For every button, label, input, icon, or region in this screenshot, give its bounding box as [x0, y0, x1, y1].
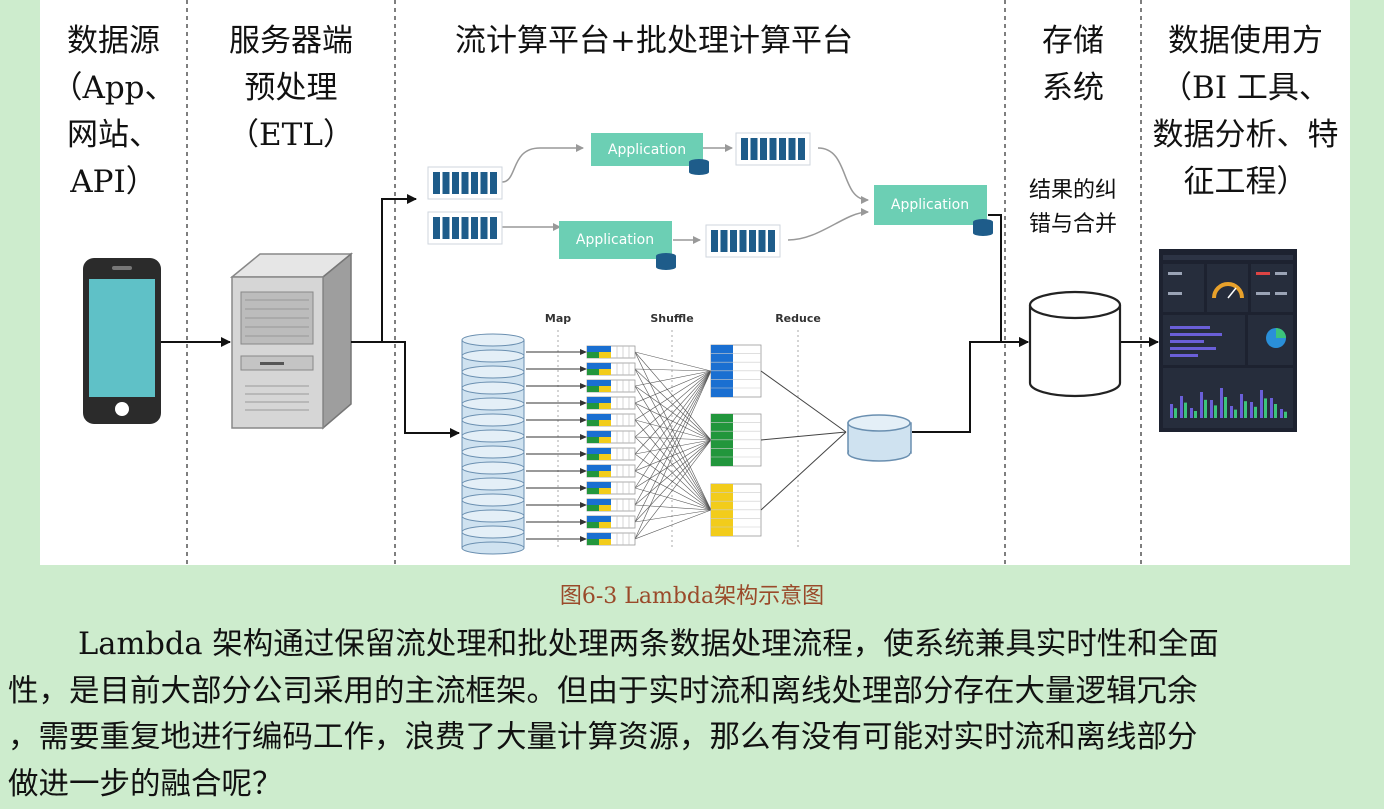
- header-line: 预处理: [244, 70, 338, 106]
- column-header-consumer: 数据使用方 （BI 工具、 数据分析、特 征工程）: [1141, 18, 1350, 206]
- stage-label-reduce: Reduce: [775, 312, 821, 325]
- header-line: 网站、: [67, 117, 160, 153]
- storage-note-line: 错与合并: [1028, 212, 1117, 237]
- header-line: 数据分析、特: [1152, 117, 1339, 153]
- main-flow-arrows: [161, 194, 1159, 438]
- app-box-bottom: Application: [559, 221, 676, 270]
- server-icon: [229, 252, 354, 430]
- app-box-top: Application: [591, 133, 709, 175]
- column-header-source: 数据源 （App、 网站、 API）: [40, 18, 187, 206]
- queue-icon: [705, 224, 781, 258]
- header-line: API）: [70, 164, 157, 200]
- app-box-merge-label: Application: [891, 197, 969, 213]
- stream-queues: [427, 132, 811, 258]
- header-line: 征工程）: [1183, 164, 1308, 200]
- header-line: 存储: [1042, 23, 1104, 59]
- header-line: （App、: [51, 70, 176, 106]
- dashboard-icon: [1159, 249, 1297, 432]
- input-data-stack: [461, 333, 525, 555]
- header-line: 系统: [1042, 70, 1104, 106]
- app-box-bottom-label: Application: [576, 232, 654, 248]
- header-line: 数据源: [67, 23, 160, 59]
- header-line: 服务器端: [229, 23, 353, 59]
- header-line: 流计算平台+批处理计算平台: [455, 23, 853, 59]
- database-cylinder-icon: [1028, 290, 1122, 398]
- storage-note-line: 结果的纠: [1028, 178, 1117, 203]
- stage-label-shuffle: Shuffle: [650, 312, 693, 325]
- arrow-batch-to-storage: [912, 337, 1029, 433]
- shuffle-lines: [634, 351, 712, 540]
- header-line: 数据使用方: [1168, 23, 1323, 59]
- batch-stage-labels: Map Shuffle Reduce: [545, 312, 821, 325]
- stream-apps: Application Application Application: [559, 133, 993, 270]
- header-line: （ETL）: [228, 117, 354, 153]
- column-header-server: 服务器端 预处理 （ETL）: [187, 18, 395, 159]
- column-header-storage: 存储 系统: [1005, 18, 1141, 112]
- arrow-server-branch: [351, 194, 417, 343]
- paragraph-line: 性，是目前大部分公司采用的主流框架。但由于实时流和离线处理部分存在大量逻辑冗余: [8, 673, 1198, 709]
- column-separators: [186, 0, 1142, 565]
- storage-note: 结果的纠 错与合并: [1005, 174, 1141, 242]
- reduce-outputs: [710, 344, 847, 537]
- app-box-top-label: Application: [608, 142, 686, 158]
- figure-caption: 图6-3 Lambda架构示意图: [559, 584, 825, 609]
- paragraph-line: ，需要重复地进行编码工作，浪费了大量计算资源，那么有没有可能对实时流和离线部分: [8, 720, 1198, 755]
- column-header-platform: 流计算平台+批处理计算平台: [395, 18, 1005, 65]
- lambda-architecture-figure: Application Application Application: [40, 0, 1350, 565]
- arrow-to-batch: [382, 341, 460, 438]
- queue-icon: [427, 211, 503, 245]
- paragraph-line: 做进一步的融合呢？: [8, 766, 283, 802]
- body-paragraph: Lambda 架构通过保留流处理和批处理两条数据处理流程，使系统兼具实时性和全面…: [8, 622, 1380, 808]
- paragraph-line: Lambda 架构通过保留流处理和批处理两条数据处理流程，使系统兼具实时性和全面: [78, 627, 1219, 662]
- stage-label-map: Map: [545, 312, 571, 325]
- batch-output-cylinder: [847, 414, 912, 462]
- queue-icon: [735, 132, 811, 166]
- phone-icon: [83, 258, 161, 424]
- app-box-merge: Application: [874, 185, 993, 236]
- map-outputs: [526, 345, 636, 546]
- diagram-canvas: Application Application Application: [83, 0, 1297, 565]
- stream-connectors: [501, 144, 869, 244]
- header-line: （BI 工具、: [1161, 70, 1330, 106]
- queue-icon: [427, 166, 503, 200]
